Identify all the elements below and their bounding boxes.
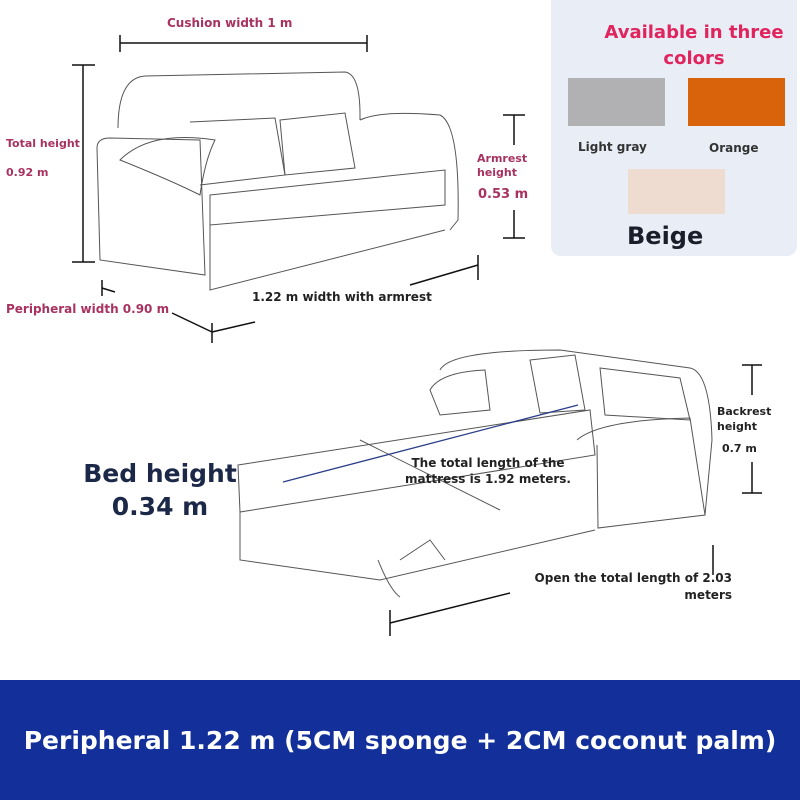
armrest-height-value: 0.53 m — [478, 187, 529, 202]
backrest-height-label: Backrest height — [717, 405, 772, 433]
closed-sofa-drawing — [96, 71, 459, 291]
armrest-height-label: Armrest height — [477, 152, 528, 179]
sofa-diagram — [72, 35, 762, 636]
bed-height-label: Bed height — [83, 459, 237, 488]
orange-label: Orange — [709, 141, 759, 155]
mattress-length-label: The total length of the mattress is 1.92… — [405, 456, 571, 486]
backrest-height-value: 0.7 m — [722, 442, 757, 455]
bed-height: Bed height 0.34 m — [70, 457, 250, 523]
beige-label: Beige — [627, 222, 704, 250]
width-with-armrest-label: 1.22 m width with armrest — [252, 290, 432, 304]
open-length-label: Open the total length of 2.03 meters — [534, 571, 732, 602]
dimension-lines — [72, 35, 762, 636]
cushion-width-label: Cushion width 1 m — [167, 16, 293, 30]
swatch-light-gray[interactable] — [568, 78, 665, 126]
total-height-label: Total height — [6, 137, 80, 150]
total-height-value: 0.92 m — [6, 166, 49, 179]
light-gray-label: Light gray — [578, 140, 647, 154]
colors-panel: Available in three colors Light gray Ora… — [551, 0, 797, 256]
banner-text: Peripheral 1.22 m (5CM sponge + 2CM coco… — [23, 725, 777, 755]
peripheral-width-label: Peripheral width 0.90 m — [6, 302, 170, 316]
bed-height-value: 0.34 m — [111, 492, 209, 521]
colors-title: Available in three colors — [604, 22, 784, 69]
bottom-banner: Peripheral 1.22 m (5CM sponge + 2CM coco… — [0, 680, 800, 800]
swatch-orange[interactable] — [688, 78, 785, 126]
swatch-beige[interactable] — [628, 169, 725, 214]
sofa-bed-drawing — [237, 349, 713, 598]
